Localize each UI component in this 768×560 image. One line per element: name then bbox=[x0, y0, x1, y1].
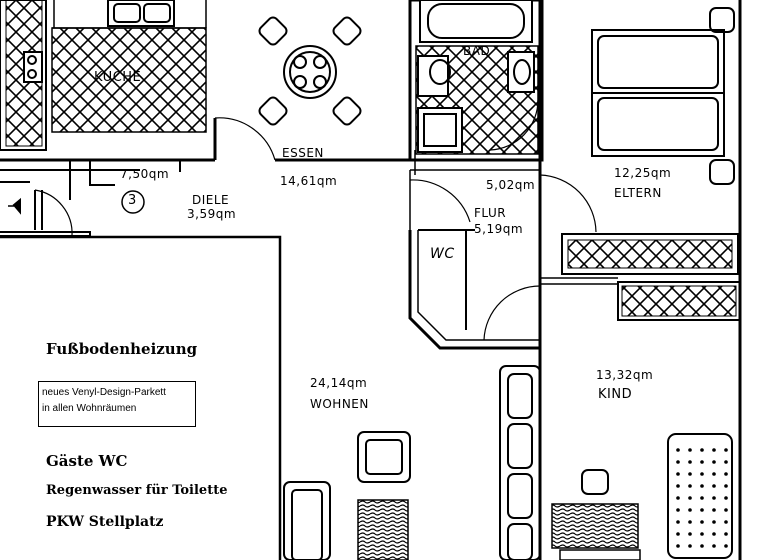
bad-area: 5,02qm bbox=[486, 178, 536, 192]
parking-note: PKW Stellplatz bbox=[46, 514, 164, 530]
wohnen-area: 24,14qm bbox=[310, 376, 368, 390]
parquet-line-2: in allen Wohnräumen bbox=[42, 403, 137, 414]
kitchen-counter bbox=[51, 27, 207, 133]
rainwater-note: Regenwasser für Toilette bbox=[46, 483, 228, 498]
eltern-area: 12,25qm bbox=[614, 166, 672, 180]
diele-label: DIELE bbox=[192, 193, 230, 207]
wohnen-label: WOHNEN bbox=[310, 397, 369, 411]
eltern-label: ELTERN bbox=[614, 186, 662, 200]
guest-wc-note: Gäste WC bbox=[46, 452, 128, 470]
wc-label: WC bbox=[430, 246, 455, 262]
parquet-line-1: neues Venyl-Design-Parkett bbox=[42, 387, 166, 398]
essen-label: ESSEN bbox=[282, 146, 324, 160]
flur-area: 5,19qm bbox=[474, 222, 524, 236]
diele-area: 3,59qm bbox=[187, 207, 237, 221]
room-marker bbox=[121, 190, 145, 214]
kind-label: KIND bbox=[598, 387, 633, 402]
heating-note: Fußbodenheizung bbox=[46, 340, 198, 358]
kitchen-label: KUCHE bbox=[94, 70, 142, 85]
parquet-note-box: neues Venyl-Design-Parkett in allen Wohn… bbox=[38, 381, 196, 427]
kind-area: 13,32qm bbox=[596, 368, 654, 382]
room-marker-number: 3 bbox=[128, 193, 137, 208]
flur-label: FLUR bbox=[474, 206, 507, 220]
essen-area: 14,61qm bbox=[280, 174, 338, 188]
kitchen-area: 7,50qm bbox=[120, 167, 170, 181]
bad-label: BAD bbox=[463, 44, 491, 58]
